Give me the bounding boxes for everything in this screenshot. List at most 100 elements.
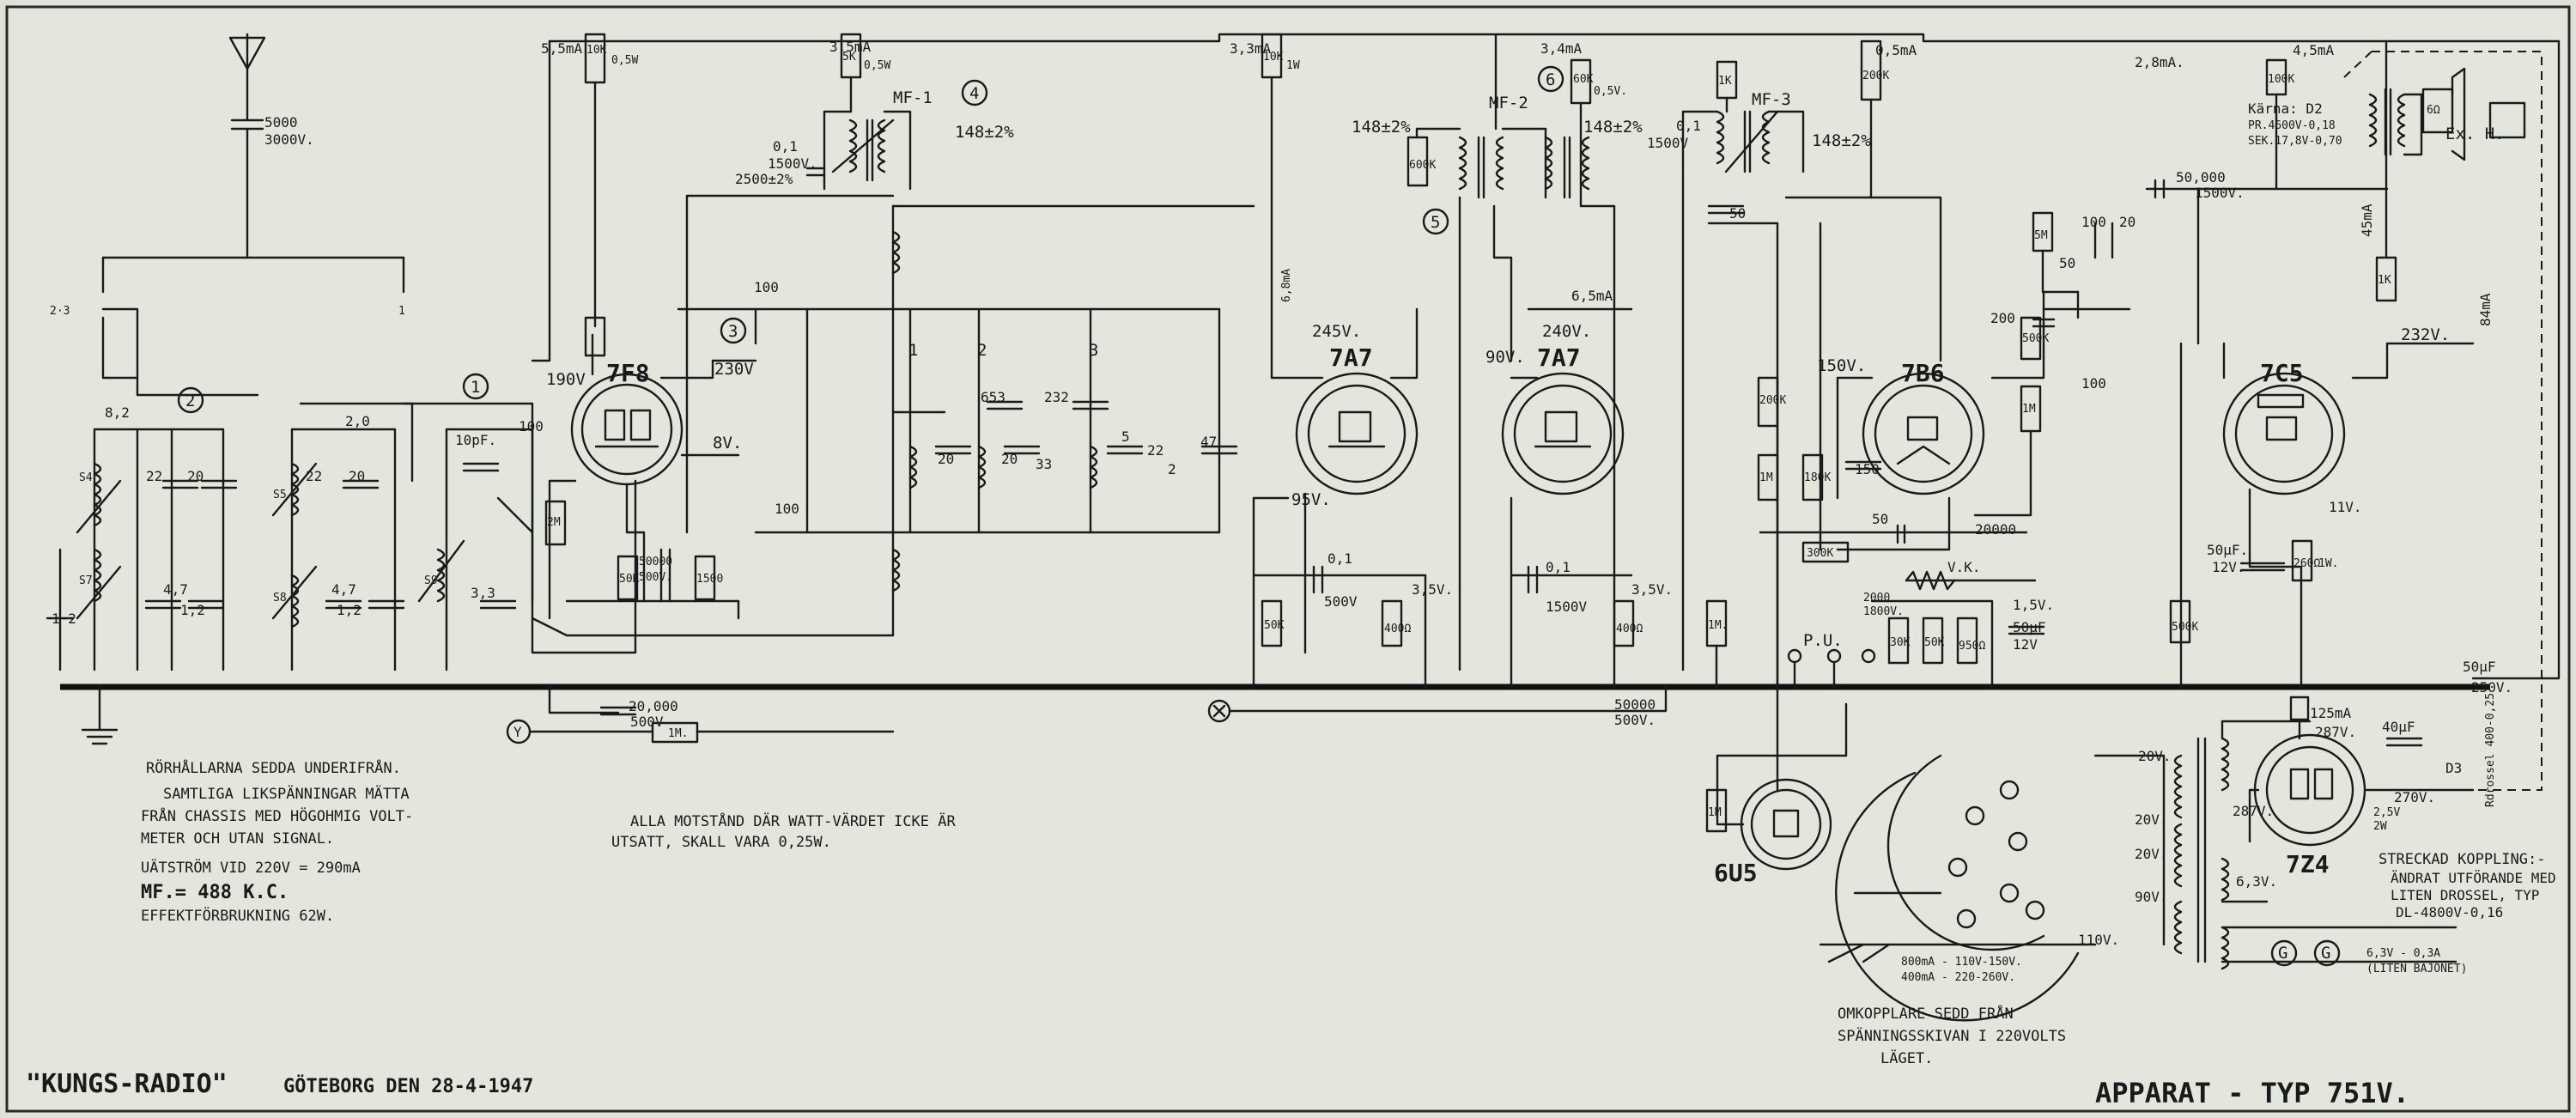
mf2-label: MF-2	[1489, 94, 1528, 112]
cap-50a: 50	[1872, 511, 1888, 527]
current-c6: 2,8mA.	[2135, 54, 2184, 70]
tube-7a7-1-v2: 95V.	[1291, 490, 1331, 509]
mf3-cap-b: 50	[1729, 205, 1746, 222]
front-filter	[528, 685, 1668, 744]
note-4: METER OCH UTAN SIGNAL.	[141, 830, 334, 848]
cap-50nf: 50µF.	[2207, 542, 2248, 558]
tube-7c5-label: 7C5	[2260, 359, 2304, 387]
cap-200: 200	[1990, 310, 2015, 326]
pilot-lamp-1: G	[2278, 944, 2287, 963]
r-1m-c: 1M	[1759, 471, 1773, 484]
v-20a: 20V.	[2138, 748, 2172, 764]
tube-7a7-second	[1501, 307, 1635, 689]
current-c9: 84mA	[2477, 293, 2494, 326]
tube-7f8	[548, 333, 757, 620]
cap-232: 232	[1044, 389, 1069, 405]
r-1m-d: 1M	[2022, 403, 2036, 416]
top-rail	[531, 33, 2561, 680]
v-25: 2,5V	[2373, 806, 2400, 819]
coil-s9: S9	[424, 574, 438, 587]
marker-3: 3	[720, 317, 747, 344]
svg-text:1: 1	[471, 378, 480, 397]
svg-text:4: 4	[969, 84, 979, 103]
note-7: EFFEKTFÖRBRUKNING 62W.	[141, 906, 334, 925]
current-c2: 3,5mA	[829, 39, 872, 55]
cap-22c: 22	[1147, 442, 1163, 459]
svg-text:6: 6	[1546, 70, 1555, 89]
r7-label: 100K	[2268, 73, 2294, 86]
tube-7a7-first	[1252, 33, 1427, 689]
voltage-selector-switch	[1819, 754, 2166, 1022]
switch-label-1a: 1	[398, 305, 405, 318]
svg-text:5: 5	[1431, 213, 1440, 232]
company-name: "KUNGS-RADIO"	[26, 1069, 228, 1099]
cap-4-7a: 4,7	[163, 581, 188, 598]
mf3-cap-v: 1500V	[1647, 135, 1689, 151]
note-5: UÄTSTRÖM VID 220V = 290mA	[141, 858, 361, 877]
cap-100e: 100	[2081, 375, 2106, 392]
cap-150: 150	[1855, 461, 1880, 477]
cap-0-1b: 0,1	[1546, 559, 1571, 575]
rf-coil-block-a	[46, 316, 238, 671]
oscillator-coil-block	[402, 402, 637, 671]
r-300k: 300K	[1807, 547, 1833, 560]
cap-20000b: 20000	[1975, 521, 2016, 538]
r-2m: 2M	[547, 516, 561, 529]
tube-7c5-v2: 11V.	[2329, 499, 2362, 515]
note-13: STRECKAD KOPPLING:-	[2379, 851, 2545, 868]
tube-7c5	[2145, 39, 2475, 689]
v-25w: 2W	[2373, 820, 2387, 833]
r-260: 260Ω	[2293, 557, 2320, 570]
r4-watt: 0,5V.	[1594, 85, 1627, 98]
if-transformer-mf2	[1406, 33, 1616, 689]
r-600k: 600K	[1409, 159, 1436, 172]
cap-50uf: 50µF	[2013, 619, 2046, 635]
r-50k: 50K	[619, 573, 640, 586]
v-20b: 20V.	[2135, 811, 2168, 828]
antenna-symbol	[101, 33, 405, 294]
cap-33: 33	[1036, 456, 1052, 472]
selector-note-2: 400mA - 220-260V.	[1901, 971, 2015, 984]
v-3-5a: 3,5V.	[1412, 581, 1453, 598]
r2-label: 5K	[842, 51, 856, 64]
marker-6: 6	[1537, 65, 1564, 93]
mf2-tuning-a: 148±2%	[1352, 118, 1411, 137]
v-110: 110V.	[2078, 932, 2119, 948]
pilot-lamp-spec: 6,3V - 0,3A	[2366, 947, 2440, 960]
current-c5: 0,5mA	[1875, 42, 1917, 58]
svg-text:2: 2	[185, 392, 195, 410]
cap-50000: 50000	[1614, 696, 1656, 713]
tube-7f8-v3: 8V.	[713, 434, 742, 453]
model-title: APPARAT - TYP 751V.	[2095, 1077, 2409, 1109]
cap-100a: 100	[519, 418, 544, 434]
coil-s7: S7	[79, 574, 93, 587]
marker-2: 2	[177, 386, 204, 414]
mf1-cap: 0,1	[773, 138, 798, 155]
cap-100c: 100	[775, 501, 799, 517]
city-date: GÖTEBORG DEN 28-4-1947	[283, 1075, 533, 1097]
pilot-lamp-2: G	[2321, 944, 2330, 963]
v-270: 270V.	[2394, 789, 2435, 805]
svg-text:3: 3	[728, 322, 738, 341]
v-250: 250V.	[2471, 679, 2512, 696]
tube-7b6-v1: 150V.	[1817, 356, 1866, 375]
mf1-cap-trim: 2500±2%	[735, 171, 793, 187]
coil-s8: S8	[273, 592, 287, 605]
v-3-5b: 3,5V.	[1631, 581, 1673, 598]
vr-label: V.K.	[1947, 559, 1981, 575]
pilot-lamp-base: (LITEN BAJONET)	[2366, 963, 2467, 975]
cap-2-0: 2,0	[345, 413, 370, 429]
tube-7z4-label: 7Z4	[2286, 850, 2330, 878]
r-500k-b: 500K	[2172, 621, 2198, 634]
choke-data: Rdrossel 400-0,25	[2484, 693, 2497, 807]
current-c1: 5,5mA	[541, 40, 583, 57]
v-20c: 20V.	[2135, 846, 2168, 862]
marker-4: 4	[961, 79, 988, 106]
tube-7b6	[1757, 211, 2131, 689]
note-14: ÄNDRAT UTFÖRANDE MED	[2391, 870, 2556, 886]
transformer-core: Kärna: D2	[2248, 100, 2323, 117]
cap-1-2b: 1,2	[337, 602, 361, 618]
mf2-tuning-b: 148±2%	[1583, 118, 1643, 137]
cap-20000-v: 500V	[630, 714, 664, 730]
r-2000: 2000	[1863, 592, 1890, 605]
